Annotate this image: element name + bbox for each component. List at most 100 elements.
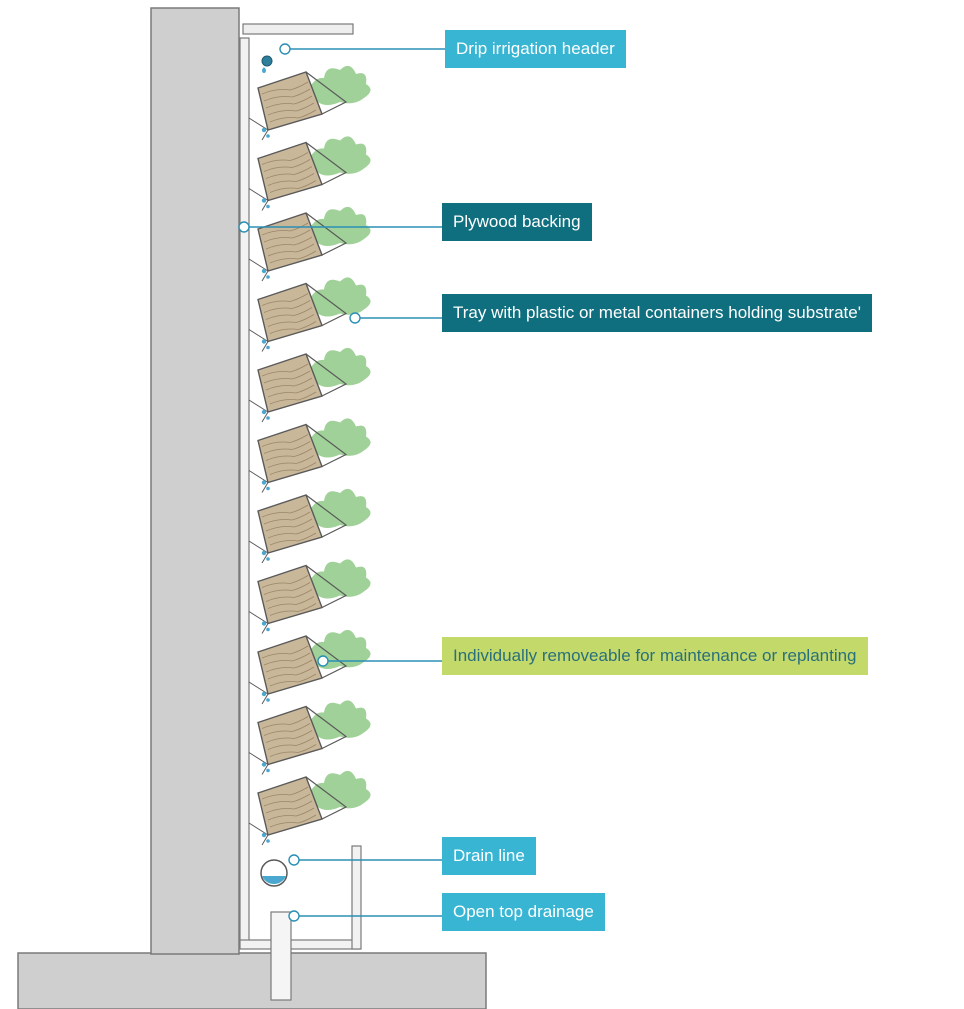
water-drop: [261, 762, 267, 767]
water-drop: [261, 127, 267, 133]
label-open-top-drainage: Open top drainage: [442, 893, 605, 931]
planting-module: [248, 488, 371, 564]
substrate-container: [257, 494, 323, 554]
substrate-texture: [267, 666, 315, 680]
substrate-texture: [263, 511, 311, 525]
tray-lip: [305, 565, 348, 609]
substrate-texture: [269, 462, 317, 475]
substrate-texture: [261, 81, 309, 95]
substrate-texture: [269, 603, 317, 616]
substrate-texture: [267, 737, 315, 750]
drip-nozzle: [261, 55, 273, 67]
substrate-texture: [265, 518, 313, 532]
substrate-texture: [263, 229, 311, 243]
plant-foliage: [306, 559, 371, 599]
drainage-upright: [351, 845, 362, 950]
planting-module: [248, 418, 371, 493]
substrate-texture: [267, 384, 315, 398]
water-drop: [266, 416, 270, 420]
substrate-texture: [261, 575, 309, 588]
planting-module: [248, 559, 371, 634]
substrate-texture: [263, 88, 311, 102]
substrate-texture: [263, 723, 311, 736]
substrate-container: [257, 564, 323, 625]
structural-wall: [150, 7, 240, 955]
water-drop: [266, 557, 270, 561]
tray-lip: [305, 424, 348, 468]
water-drop: [266, 627, 270, 632]
tray-bracket: [248, 117, 269, 141]
label-tray-containers: Tray with plastic or metal containers ho…: [442, 294, 872, 332]
substrate-texture: [261, 152, 309, 165]
substrate-texture: [261, 363, 309, 377]
label-individually-removeable: Individually removeable for maintenance …: [442, 637, 868, 675]
tray-bracket: [248, 470, 269, 493]
substrate-texture: [265, 589, 313, 602]
water-drop: [261, 198, 267, 203]
substrate-texture: [261, 434, 309, 447]
substrate-texture: [269, 744, 317, 757]
plant-foliage: [306, 347, 371, 387]
tray-bracket: [248, 399, 269, 423]
substrate-texture: [269, 321, 317, 334]
plant-foliage: [306, 418, 371, 458]
substrate-texture: [263, 441, 311, 454]
tray-lip: [305, 212, 348, 256]
substrate-texture: [267, 455, 315, 468]
planting-module: [248, 277, 371, 352]
water-drop: [262, 67, 266, 73]
plywood-backing-board: [239, 37, 250, 945]
tray-lip: [305, 283, 348, 327]
water-drop: [261, 550, 267, 556]
substrate-texture: [263, 582, 311, 595]
planting-module: [248, 65, 371, 141]
ground-slab: [17, 952, 487, 1009]
substrate-texture: [269, 391, 317, 405]
water-drop: [266, 486, 270, 491]
substrate-texture: [265, 377, 313, 391]
substrate-texture: [261, 222, 309, 236]
plant-foliage: [306, 136, 371, 176]
tray-bracket: [248, 752, 269, 775]
water-drop: [261, 621, 267, 626]
tray-bracket: [248, 188, 269, 211]
substrate-container: [257, 282, 323, 343]
planting-module: [248, 347, 371, 423]
water-drop: [266, 275, 270, 279]
substrate-texture: [265, 95, 313, 109]
substrate-texture: [265, 236, 313, 250]
substrate-texture: [265, 659, 313, 673]
planting-module: [248, 700, 371, 775]
substrate-container: [257, 353, 323, 413]
substrate-texture: [267, 314, 315, 327]
tray-lip: [305, 494, 348, 538]
plant-foliage: [306, 65, 371, 105]
substrate-texture: [261, 645, 309, 659]
substrate-texture: [269, 814, 317, 828]
substrate-texture: [263, 370, 311, 384]
tray-lip: [305, 706, 348, 750]
water-drop: [266, 698, 270, 702]
tray-bracket: [248, 540, 269, 564]
substrate-texture: [263, 159, 311, 172]
substrate-texture: [261, 786, 309, 800]
tray-lip: [305, 776, 348, 820]
plant-foliage: [306, 277, 371, 317]
water-drop: [261, 409, 267, 415]
substrate-container: [257, 776, 323, 836]
bottom-frame: [239, 939, 361, 950]
tray-bracket: [248, 329, 269, 352]
substrate-texture: [265, 800, 313, 814]
label-plywood-backing: Plywood backing: [442, 203, 592, 241]
substrate-texture: [269, 109, 317, 123]
substrate-texture: [267, 243, 315, 257]
leader-lines: [238, 43, 445, 922]
substrate-texture: [267, 596, 315, 609]
substrate-texture: [265, 730, 313, 743]
water-drop: [266, 768, 270, 773]
planting-module: [248, 629, 371, 705]
substrate-texture: [267, 173, 315, 186]
water-drop: [261, 268, 267, 274]
tray-lip: [305, 142, 348, 186]
